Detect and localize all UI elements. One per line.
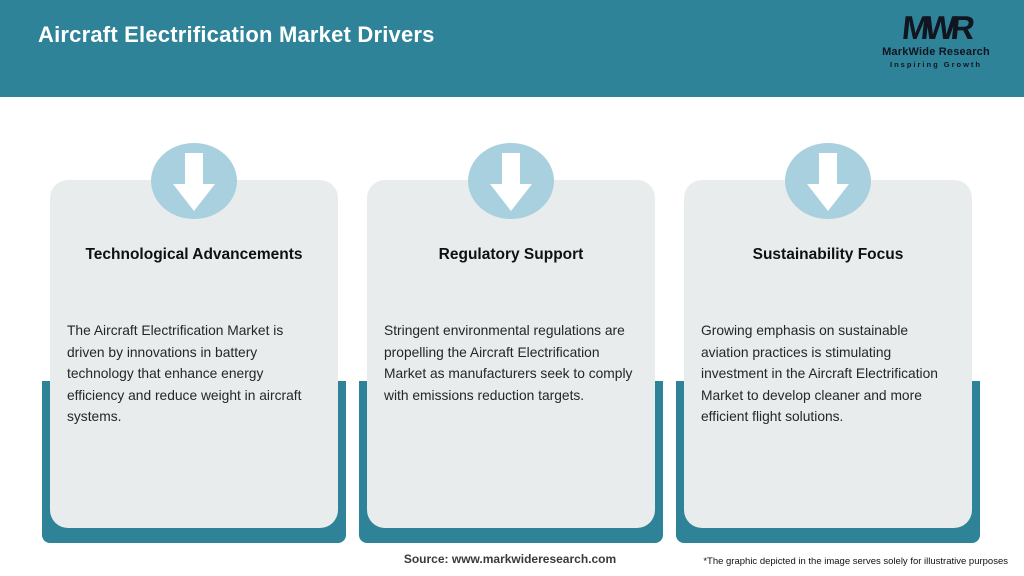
card-title: Technological Advancements [85,246,303,263]
down-arrow-icon [151,143,237,219]
card-body: The Aircraft Electrification Market is d… [67,323,302,425]
driver-card-technological-advancements: Technological Advancements The Aircraft … [50,143,338,528]
card-body: Stringent environmental regulations are … [384,323,633,403]
source-text: Source: www.markwideresearch.com [403,552,617,566]
card-title: Sustainability Focus [752,246,904,263]
header-bar: Aircraft Electrification Market Drivers … [0,0,1024,97]
mwr-monogram-icon: MWR [900,9,972,46]
driver-card-regulatory-support: Regulatory Support Stringent environment… [367,143,655,528]
card-body: Growing emphasis on sustainable aviation… [701,323,938,425]
driver-card-sustainability-focus: Sustainability Focus Growing emphasis on… [684,143,972,528]
down-arrow-icon [468,143,554,219]
markwide-logo: MWR MarkWide Research Inspiring Growth [876,9,996,69]
down-arrow-icon [785,143,871,219]
page-title: Aircraft Electrification Market Drivers [38,22,435,47]
card-title: Regulatory Support [438,246,584,263]
logo-name: MarkWide Research [882,46,990,58]
disclaimer-text: *The graphic depicted in the image serve… [703,556,1008,567]
logo-tagline: Inspiring Growth [890,60,982,69]
